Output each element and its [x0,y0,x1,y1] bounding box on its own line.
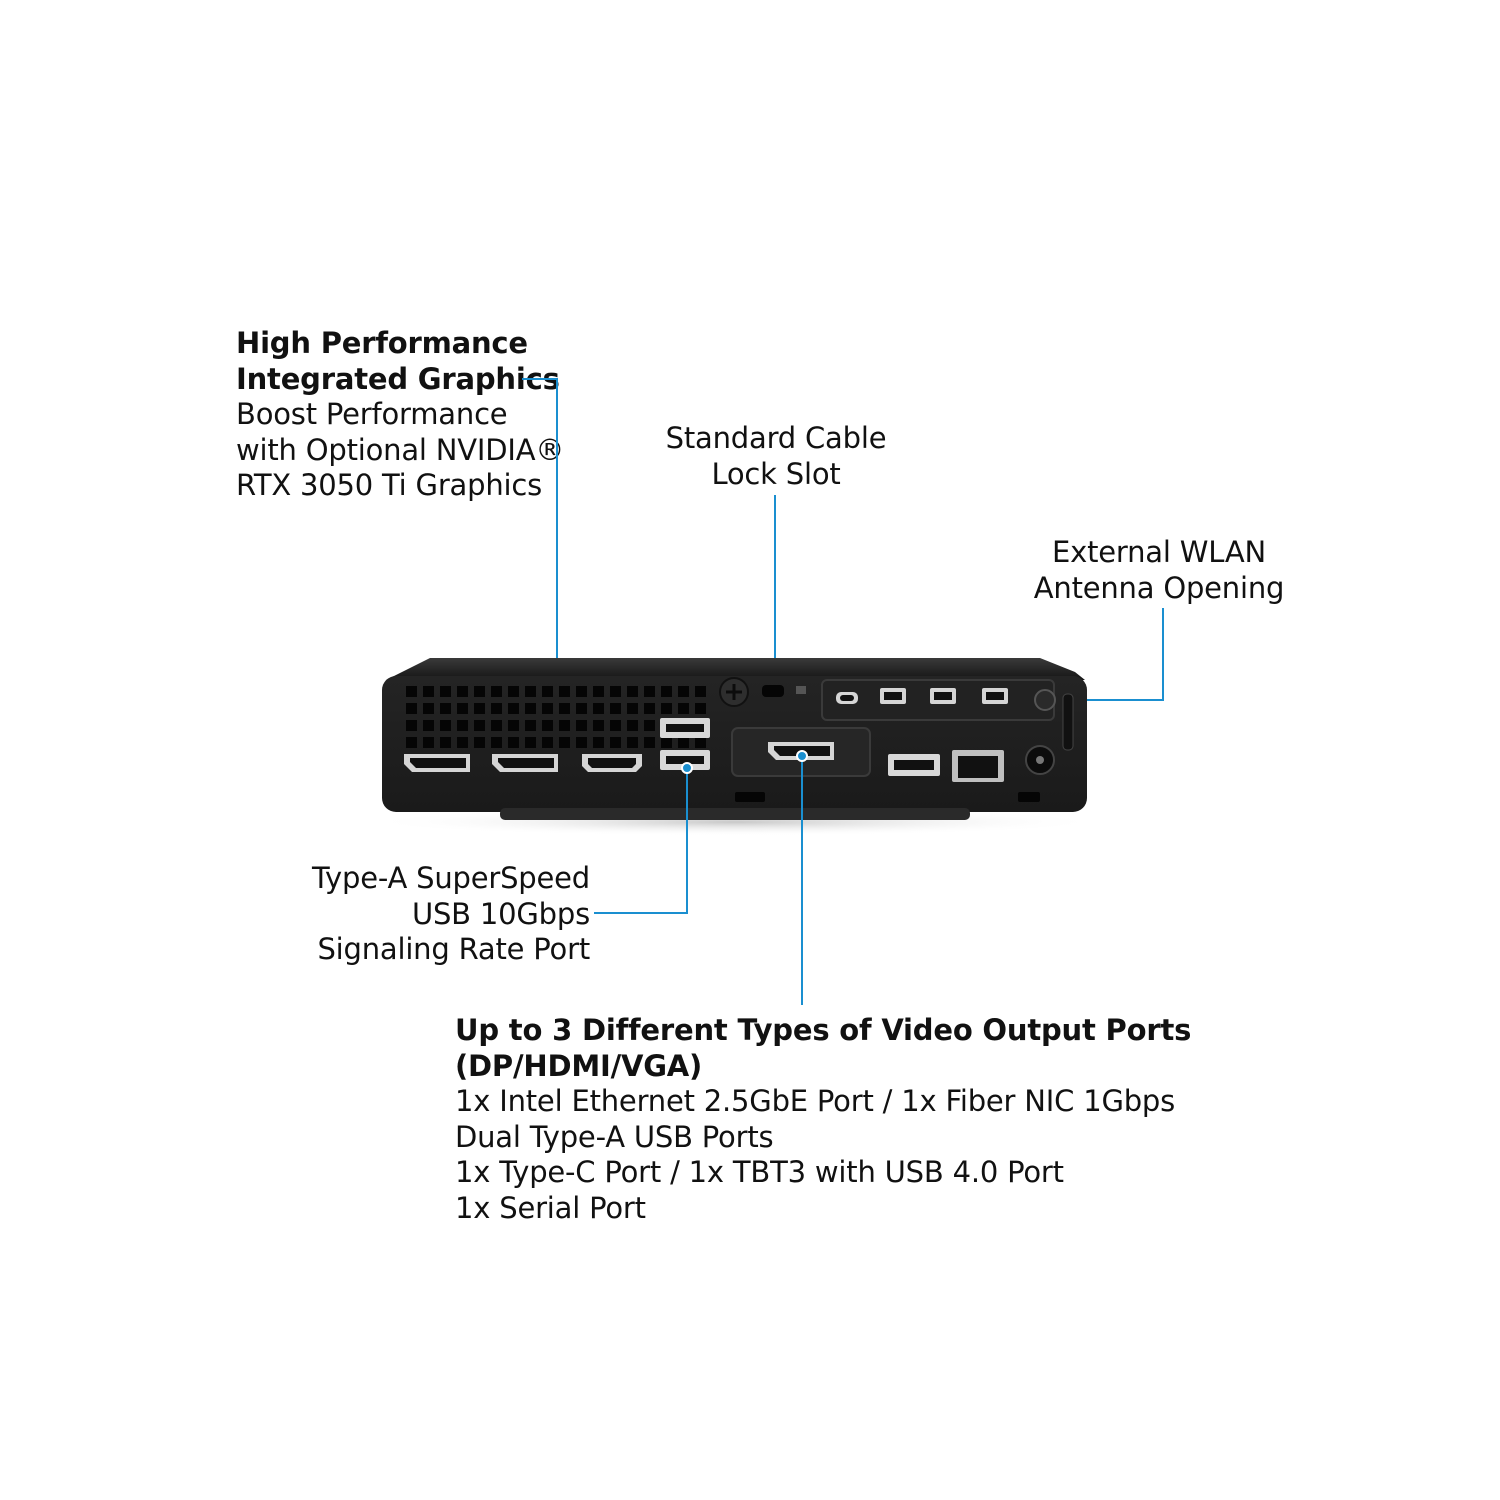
graphics-line2: with Optional NVIDIA® [236,432,565,467]
usb-line1: Type-A SuperSpeed [312,861,590,895]
video-title-line1: Up to 3 Different Types of Video Output … [455,1013,1192,1047]
usb-line3: Signaling Rate Port [317,932,590,966]
displayport-icon [404,754,558,772]
power-jack-icon [1025,745,1055,775]
lock-leader-v [774,495,776,691]
usb-callout: Type-A SuperSpeed USB 10Gbps Signaling R… [300,861,590,968]
graphics-callout: High Performance Integrated Graphics Boo… [236,326,564,504]
graphics-leader-h [522,378,558,380]
graphics-title-line2: Integrated Graphics [236,361,560,396]
usb-leader-dot [681,762,693,774]
graphics-leader-v [556,378,558,663]
mini-pc-rear-panel [370,658,1100,836]
usb-leader-h [594,912,688,914]
wlan-line2: Antenna Opening [1033,570,1285,605]
usb-leader-v [686,767,688,914]
video-leader-dot [796,750,808,762]
wlan-leader-h [1058,699,1164,701]
wlan-callout: External WLAN Antenna Opening [1030,535,1288,606]
graphics-line1: Boost Performance [236,397,508,431]
graphics-title-line1: High Performance [236,326,528,360]
vent-grille [406,686,706,748]
video-line2: Dual Type-A USB Ports [455,1119,774,1154]
hdmi-icon [582,754,642,772]
video-line3: 1x Type-C Port / 1x TBT3 with USB 4.0 Po… [455,1155,1064,1189]
ethernet-icon [952,750,1004,782]
graphics-line3: RTX 3050 Ti Graphics [236,468,543,502]
video-leader-v [801,755,803,1005]
wlan-line1: External WLAN [1052,535,1266,569]
usb-line2: USB 10Gbps [411,896,590,931]
lock-callout: Standard Cable Lock Slot [660,421,892,492]
video-line1: 1x Intel Ethernet 2.5GbE Port / 1x Fiber… [455,1084,1176,1118]
lock-line2: Lock Slot [711,456,841,491]
lock-line1: Standard Cable [665,421,887,455]
wlan-leader-v [1162,608,1164,701]
video-callout: Up to 3 Different Types of Video Output … [455,1013,1191,1226]
video-title-line2: (DP/HDMI/VGA) [455,1048,703,1083]
video-line4: 1x Serial Port [455,1190,646,1225]
